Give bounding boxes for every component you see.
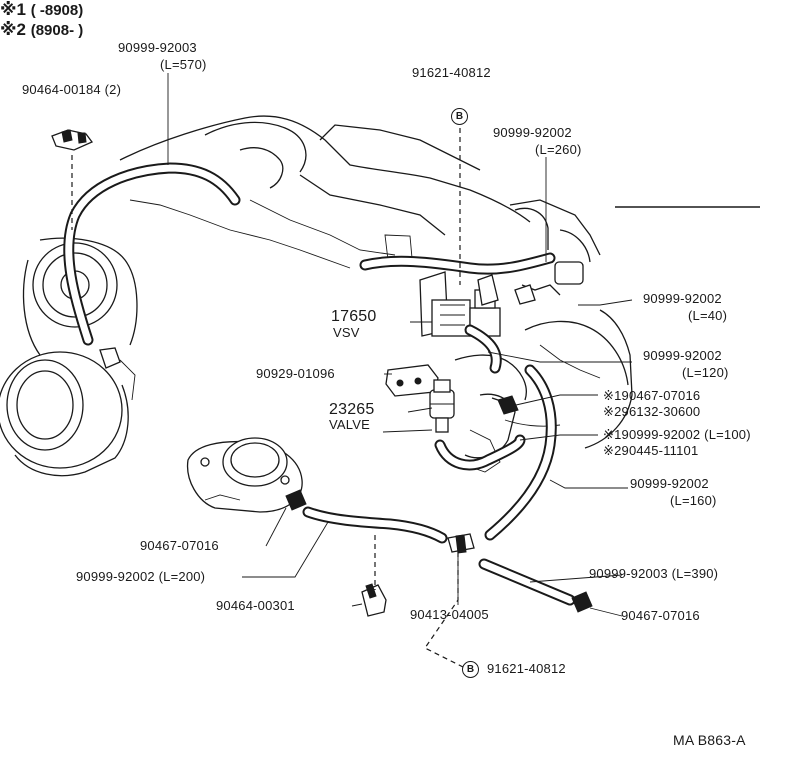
marker-b-bottom: B [462, 661, 479, 678]
label-hose-l40-length: (L=40) [688, 308, 728, 323]
label-union-top: 91621-40812 [412, 65, 491, 80]
label-union-bottom: 91621-40812 [487, 661, 566, 676]
label-clamp-left: 90467-07016 [140, 538, 219, 553]
label-bracket: 90929-01096 [256, 366, 335, 381]
label-hose-l260-length: (L=260) [535, 142, 582, 157]
hose-l120 [464, 324, 502, 374]
label-tee: 90413-04005 [410, 607, 489, 622]
engine-intake-outline [119, 115, 633, 473]
label-alt1b: ※190999-92002 (L=100) [603, 427, 751, 442]
vsv-assembly [419, 261, 584, 337]
dashed-locators [71, 128, 466, 669]
label-hose-l390: 90999-92003 (L=390) [589, 566, 719, 581]
label-alt1a: ※190467-07016 [603, 388, 701, 403]
label-hose-l160-length: (L=160) [670, 493, 717, 508]
left-pulley-assembly [0, 237, 138, 477]
note-2-text: (8908- ) [30, 22, 84, 39]
leader-lines [167, 73, 633, 617]
hose-l160 [484, 364, 557, 541]
label-hose-l570-part: 90999-92003 [118, 40, 197, 55]
note-2: ※2 (8908- ) [0, 20, 800, 40]
diaphragm-actuator [186, 437, 303, 513]
clamp-right-bottom [571, 591, 593, 613]
clamp-left [285, 489, 307, 511]
label-hose-l260-part: 90999-92002 [493, 125, 572, 140]
label-alt2b: ※290445-11101 [603, 443, 699, 458]
hose-l390 [478, 558, 576, 606]
hose-l100 [434, 434, 526, 471]
hose-l200 [302, 506, 448, 544]
label-valve-part: 23265 [329, 401, 375, 418]
label-hose-l40-part: 90999-92002 [643, 291, 722, 306]
label-clip-top-left: 90464-00184 (2) [22, 82, 122, 97]
label-vsv-part: 17650 [331, 308, 377, 325]
label-clip-bottom: 90464-00301 [216, 598, 295, 613]
clip-top-left [51, 129, 94, 151]
check-valve-23265 [429, 379, 455, 433]
hose-l570 [63, 162, 241, 346]
bracket-90929 [385, 364, 439, 397]
note-2-mark: ※2 [0, 20, 26, 39]
label-clamp-right: 90467-07016 [621, 608, 700, 623]
clamp-right-mid [491, 395, 519, 415]
hose-l260 [359, 252, 556, 275]
label-alt2a: ※296132-30600 [603, 404, 701, 419]
note-1-mark: ※1 [0, 0, 26, 19]
marker-b-top: B [451, 108, 468, 125]
label-hose-l120-part: 90999-92002 [643, 348, 722, 363]
label-hose-l570-length: (L=570) [160, 57, 207, 72]
note-1-text: ( -8908) [30, 2, 84, 19]
label-hose-l160-part: 90999-92002 [630, 476, 709, 491]
label-hose-l120-length: (L=120) [682, 365, 729, 380]
note-1: ※1 ( -8908) [0, 0, 800, 20]
label-vsv-name: VSV [333, 325, 360, 340]
label-hose-l200: 90999-92002 (L=200) [76, 569, 206, 584]
tee-fitting [447, 533, 475, 554]
label-valve-name: VALVE [329, 417, 370, 432]
diagram-reference-code: MA B863-A [673, 732, 746, 748]
clip-bottom [361, 583, 387, 617]
